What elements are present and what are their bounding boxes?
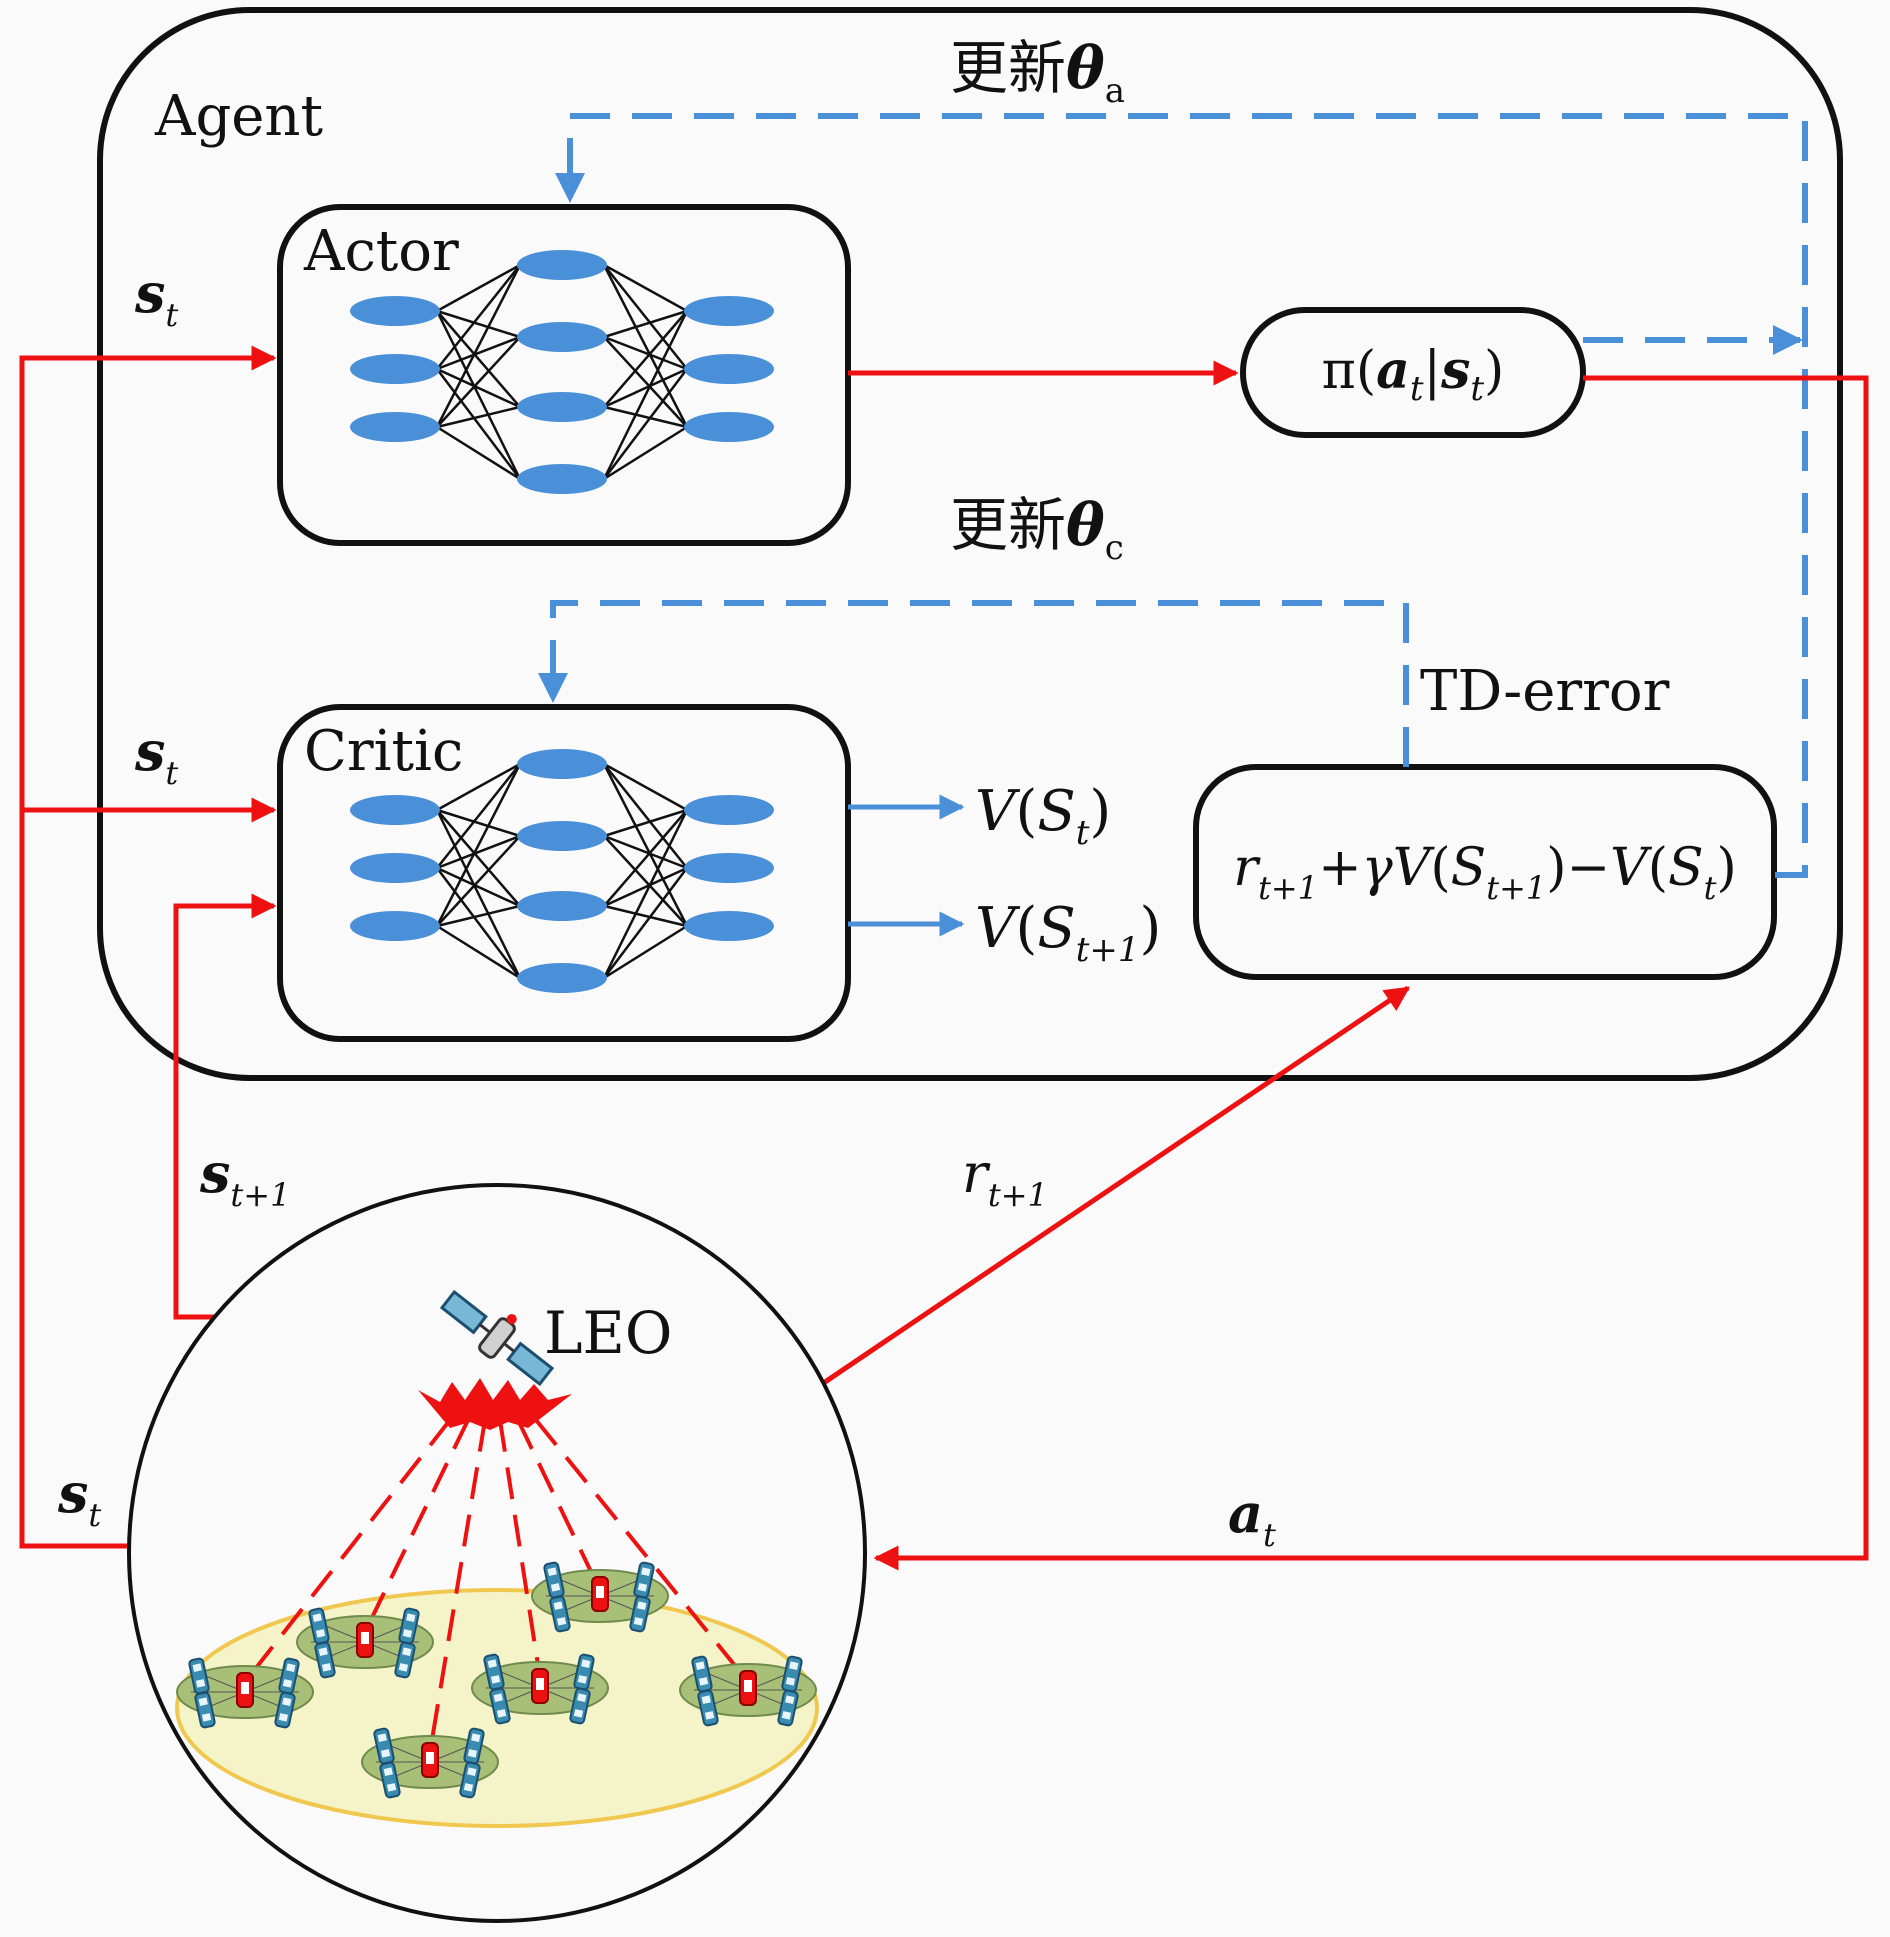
td-formula: rt+1+γV(St+1)−V(St) — [1233, 838, 1737, 907]
td-box — [1193, 764, 1777, 980]
actor-update-label: 更新θa — [950, 34, 1125, 111]
critic-update-arrow — [538, 600, 1409, 767]
satellite-icon — [439, 1289, 555, 1387]
actor-label: Actor — [303, 219, 459, 284]
state-actor-label: st — [134, 261, 178, 334]
critic-box — [277, 704, 851, 1042]
actor-update-arrow — [555, 113, 1808, 878]
policy-formula: π(at|st) — [1322, 340, 1505, 409]
td-error-label: TD-error — [1420, 659, 1670, 724]
agent-label: Agent — [154, 84, 323, 149]
reward-arrow — [823, 985, 1411, 1385]
next-state-arrow — [173, 893, 277, 1320]
reward-label: rt+1 — [962, 1142, 1048, 1214]
action-arrow — [873, 375, 1869, 1571]
critic-label: Critic — [304, 719, 463, 784]
action-label: at — [1228, 1481, 1276, 1554]
critic-network-icon — [350, 749, 774, 993]
beam-links — [243, 1418, 747, 1753]
state-feed-line — [19, 345, 277, 1549]
satellite-label: LEO — [544, 1299, 672, 1367]
next-state-label: st+1 — [199, 1141, 290, 1214]
beam-icon — [418, 1378, 572, 1430]
actor-network-icon — [350, 250, 774, 494]
state-critic-label: st — [134, 719, 178, 792]
policy-box — [1240, 307, 1586, 438]
value-current-label: V(St) — [975, 779, 1111, 853]
state-env-label: st — [57, 1461, 101, 1534]
value-next-label: V(St+1) — [975, 896, 1161, 970]
critic-update-label: 更新θc — [950, 491, 1124, 568]
